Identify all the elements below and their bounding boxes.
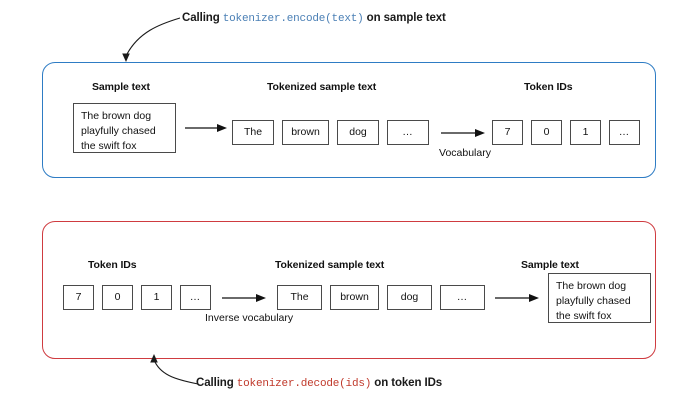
encode-arrow-1-icon — [185, 124, 227, 132]
encode-caption: Calling tokenizer.encode(text) on sample… — [182, 12, 446, 25]
decode-heading-sample-text: Sample text — [521, 259, 579, 271]
decode-token-3: … — [440, 285, 485, 310]
encode-heading-tokenized: Tokenized sample text — [267, 81, 377, 93]
decode-caption-prefix: Calling — [196, 377, 237, 389]
encode-caption-prefix: Calling — [182, 12, 223, 24]
encode-token-id-2: 1 — [570, 120, 601, 145]
encode-sample-text-box: The brown dog playfully chased the swift… — [73, 103, 176, 153]
decode-heading-token-ids: Token IDs — [88, 259, 137, 271]
decode-token-id-2: 1 — [141, 285, 172, 310]
decode-caption-pointer-arrow — [150, 354, 199, 385]
decode-caption: Calling tokenizer.decode(ids) on token I… — [196, 377, 442, 390]
encode-caption-pointer-arrow — [122, 17, 181, 62]
encode-token-2: dog — [337, 120, 379, 145]
decode-caption-suffix: on token IDs — [371, 377, 443, 389]
encode-heading-token-ids: Token IDs — [524, 81, 573, 93]
encode-token-1: brown — [282, 120, 329, 145]
decode-sample-text-box: The brown dog playfully chased the swift… — [548, 273, 651, 323]
encode-caption-code: tokenizer.encode(text) — [222, 13, 364, 25]
encode-token-id-0: 7 — [492, 120, 523, 145]
encode-token-0: The — [232, 120, 274, 145]
decode-token-1: brown — [330, 285, 379, 310]
encode-token-3: … — [387, 120, 429, 145]
decode-token-id-0: 7 — [63, 285, 94, 310]
decode-token-id-1: 0 — [102, 285, 133, 310]
encode-caption-suffix: on sample text — [363, 12, 446, 24]
decode-token-0: The — [277, 285, 322, 310]
encode-token-id-3: … — [609, 120, 640, 145]
encode-arrow-2-icon — [441, 129, 485, 137]
encode-token-id-1: 0 — [531, 120, 562, 145]
encode-heading-sample-text: Sample text — [92, 81, 150, 93]
decode-caption-code: tokenizer.decode(ids) — [236, 378, 372, 390]
decode-token-2: dog — [387, 285, 432, 310]
decode-arrow-2-icon — [495, 294, 539, 302]
decode-heading-tokenized: Tokenized sample text — [275, 259, 385, 271]
encode-vocabulary-label: Vocabulary — [439, 147, 491, 159]
decode-token-id-3: … — [180, 285, 211, 310]
decode-arrow-1-icon — [222, 294, 266, 302]
decode-inverse-vocabulary-label: Inverse vocabulary — [205, 312, 294, 324]
